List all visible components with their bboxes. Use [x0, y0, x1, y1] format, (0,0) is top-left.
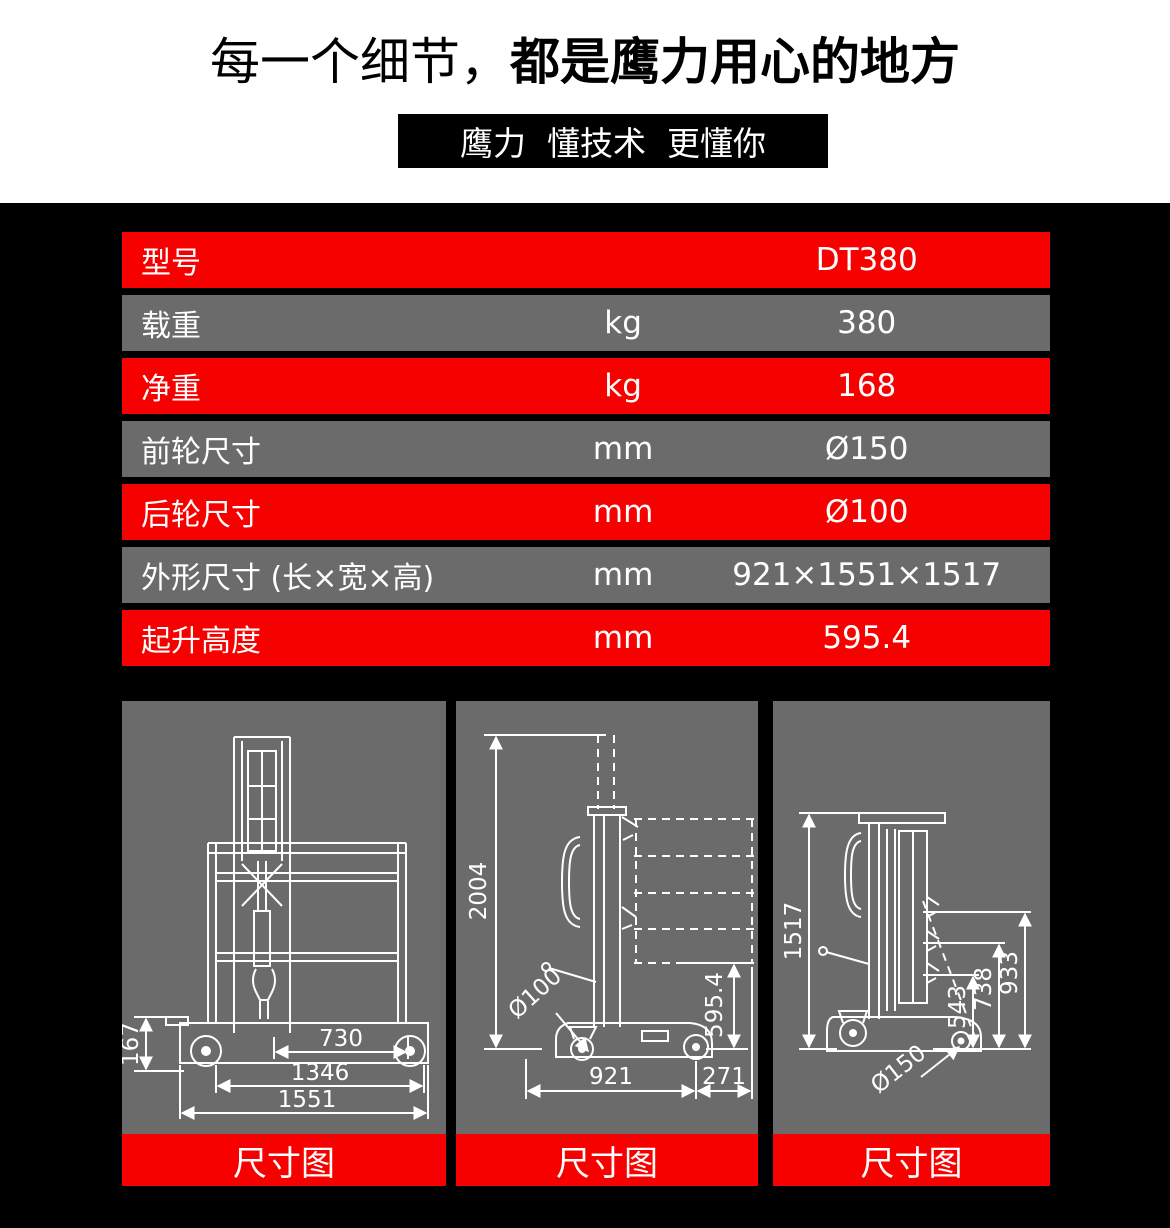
spec-value: 921×1551×1517: [732, 557, 1002, 593]
spec-unit: mm: [592, 620, 654, 656]
dim-label-921: 921: [589, 1064, 633, 1090]
page-title-bold: 都是鹰力用心的地方: [510, 33, 960, 91]
dim-label-595-4: 595.4: [702, 972, 728, 1038]
spec-label: 净重: [141, 372, 201, 407]
spec-value: 168: [837, 368, 897, 404]
page-title-regular: 每一个细节，: [210, 33, 510, 91]
spec-value: 380: [837, 305, 897, 341]
page-title: 每一个细节，都是鹰力用心的地方: [0, 24, 1170, 100]
dim-label-271: 271: [702, 1064, 746, 1090]
spec-label: 外形尺寸 (长×宽×高): [141, 561, 435, 596]
diagram-caption: 尺寸图: [773, 1134, 1050, 1186]
dimension-diagrams: 167 730 1346 1551 尺寸图: [122, 701, 1050, 1186]
spec-label: 后轮尺寸: [141, 498, 261, 533]
diagram-caption: 尺寸图: [456, 1134, 758, 1186]
spec-value: Ø100: [824, 494, 909, 530]
dim-label-front-wheel-dia: Ø150: [866, 1040, 931, 1099]
front-view-svg: 167 730 1346 1551: [122, 736, 429, 1120]
diagram-caption: 尺寸图: [122, 1134, 446, 1186]
dim-label-738: 738: [971, 967, 997, 1011]
stacker-side-raised-outline: [484, 734, 754, 1099]
dim-label-543: 543: [945, 985, 971, 1029]
spec-label: 载重: [141, 309, 201, 344]
stacker-side-lowered-outline: [799, 812, 1032, 1078]
spec-value: 595.4: [822, 620, 912, 656]
diagram-front-view: 167 730 1346 1551 尺寸图: [122, 701, 446, 1186]
spec-unit: mm: [592, 557, 654, 593]
side-view-lowered-svg: 1517 543 738 933 Ø150: [781, 812, 1032, 1099]
spec-row-model: 型号 DT380: [122, 232, 1050, 288]
diagram-side-view-raised: 2004 Ø100 595.4 921 271 尺寸图: [456, 701, 758, 1186]
spec-table: 型号 DT380 载重 kg 380 净重 kg 168 前轮尺寸 mm Ø15…: [122, 232, 1050, 673]
dim-label-1517: 1517: [781, 902, 807, 961]
front-view-drawing: 167 730 1346 1551: [122, 701, 446, 1134]
side-view-raised-drawing: 2004 Ø100 595.4 921 271: [456, 701, 758, 1134]
spec-row-lift-height: 起升高度 mm 595.4: [122, 610, 1050, 666]
spec-unit: kg: [604, 368, 642, 404]
diagram-side-view-lowered: 1517 543 738 933 Ø150 尺寸图: [773, 701, 1050, 1186]
side-view-raised-svg: 2004 Ø100 595.4 921 271: [466, 734, 754, 1099]
spec-value: Ø150: [824, 431, 909, 467]
spec-label: 起升高度: [141, 624, 261, 659]
stacker-front-outline: [134, 736, 429, 1120]
spec-row-front-wheel: 前轮尺寸 mm Ø150: [122, 421, 1050, 477]
dim-label-1346: 1346: [291, 1060, 350, 1086]
slogan-text: 鹰力 懂技术 更懂你: [460, 124, 766, 163]
content-area: 型号 DT380 载重 kg 380 净重 kg 168 前轮尺寸 mm Ø15…: [0, 203, 1170, 1228]
side-view-lowered-drawing: 1517 543 738 933 Ø150: [773, 701, 1050, 1134]
slogan-banner: 鹰力 懂技术 更懂你: [398, 114, 828, 168]
spec-row-overall-size: 外形尺寸 (长×宽×高) mm 921×1551×1517: [122, 547, 1050, 603]
spec-row-net-weight: 净重 kg 168: [122, 358, 1050, 414]
dim-label-730: 730: [319, 1026, 363, 1052]
spec-label: 前轮尺寸: [141, 435, 261, 470]
spec-unit: kg: [604, 305, 642, 341]
spec-label: 型号: [141, 246, 201, 281]
dim-label-2004: 2004: [466, 862, 492, 921]
dim-label-933: 933: [997, 951, 1023, 995]
spec-value: DT380: [815, 242, 918, 278]
spec-row-rear-wheel: 后轮尺寸 mm Ø100: [122, 484, 1050, 540]
dim-label-1551: 1551: [278, 1087, 337, 1113]
spec-row-load-capacity: 载重 kg 380: [122, 295, 1050, 351]
dim-label-167: 167: [122, 1022, 144, 1066]
spec-unit: mm: [592, 431, 654, 467]
spec-unit: mm: [592, 494, 654, 530]
